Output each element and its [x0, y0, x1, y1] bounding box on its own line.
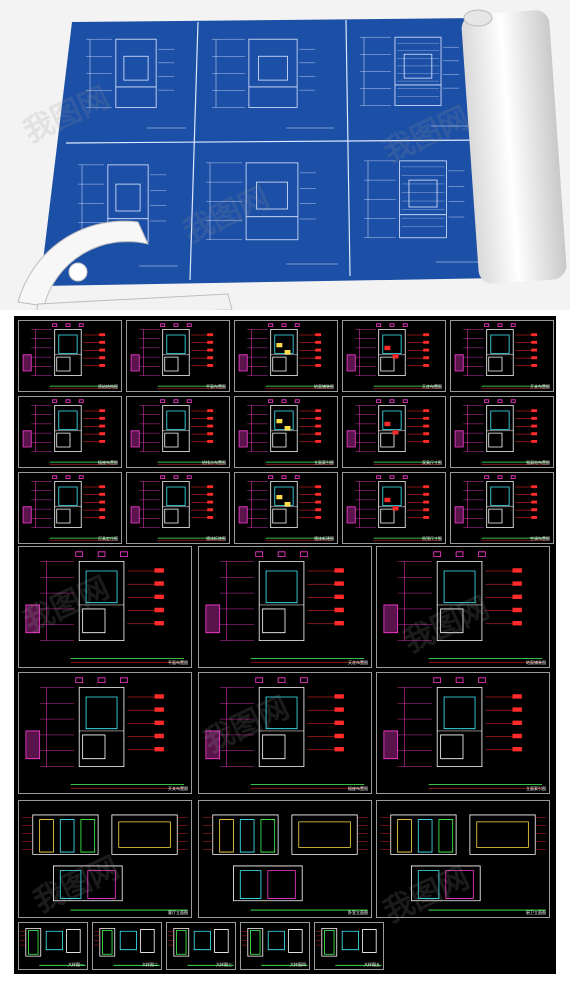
- sheet-title: 插座布置图: [98, 462, 118, 466]
- sheet-title: 开关布置图: [530, 386, 550, 390]
- protractor-icon: [17, 220, 233, 310]
- sheet-title: 立面索引图: [526, 788, 546, 792]
- sheet-title: 厨卫立面图: [526, 912, 546, 916]
- cad-sheet-grid: 原始结构图平面布置图地面铺装图天花布置图开关布置图插座布置图给排水布置图立面索引…: [14, 316, 556, 974]
- cad-floorplan-sheet: 地面铺装图: [376, 546, 550, 668]
- paper-roll-end: [463, 9, 493, 27]
- sheet-title: 给排水布置图: [202, 462, 226, 466]
- blueprint-photo: 我图网 我图网 我图网: [0, 0, 570, 310]
- cad-plan-sheet: 强弱电布置图: [450, 396, 554, 468]
- cad-plan-sheet-drawing: [451, 321, 553, 391]
- sheet-title: 空调布置图: [530, 538, 550, 542]
- blueprint-illustration: [17, 9, 567, 310]
- cad-plan-sheet: 家具尺寸图: [342, 396, 446, 468]
- sheet-title: 立面索引图: [314, 462, 334, 466]
- cad-plan-sheet-drawing: [127, 473, 229, 543]
- cad-plan-sheet-drawing: [451, 397, 553, 467]
- cad-detail-sheet-drawing: [93, 923, 161, 969]
- sheet-title: 开关布置图: [168, 788, 188, 792]
- sheet-title: 大样图五: [364, 964, 380, 968]
- cad-plan-sheet-drawing: [235, 473, 337, 543]
- sheet-title: 天花布置图: [348, 662, 368, 666]
- cad-plan-sheet: 空调布置图: [450, 472, 554, 544]
- cad-plan-sheet: 灯具定位图: [18, 472, 122, 544]
- cad-detail-sheet: 大样图二: [92, 922, 162, 970]
- sheet-title: 天花布置图: [422, 386, 442, 390]
- cad-plan-sheet-drawing: [19, 397, 121, 467]
- cad-plan-sheet-drawing: [235, 321, 337, 391]
- sheet-title: 原始结构图: [98, 386, 118, 390]
- cad-floorplan-sheet-drawing: [377, 547, 549, 667]
- cad-plan-sheet-drawing: [451, 473, 553, 543]
- cad-floorplan-sheet: 平面布置图: [18, 546, 192, 668]
- cad-detail-sheet: 大样图一: [18, 922, 88, 970]
- cad-plan-sheet-drawing: [343, 473, 445, 543]
- sheet-title: 卧室立面图: [348, 912, 368, 916]
- sheet-title: 平面布置图: [168, 662, 188, 666]
- cad-plan-sheet-drawing: [343, 397, 445, 467]
- sheet-title: 客厅立面图: [168, 912, 188, 916]
- cad-plan-sheet: 墙体拆除图: [126, 472, 230, 544]
- sheet-title: 强弱电布置图: [526, 462, 550, 466]
- sheet-title: 大样图一: [68, 964, 84, 968]
- cad-plan-sheet-drawing: [19, 321, 121, 391]
- cad-elevation-sheet: 卧室立面图: [198, 800, 372, 918]
- cad-floorplan-sheet: 天花布置图: [198, 546, 372, 668]
- sheet-title: 大样图四: [290, 964, 306, 968]
- sheet-title: 吊顶尺寸图: [422, 538, 442, 542]
- cad-plan-sheet: 吊顶尺寸图: [342, 472, 446, 544]
- cad-detail-sheet: 大样图三: [166, 922, 236, 970]
- cad-detail-sheet-drawing: [315, 923, 383, 969]
- cad-elevation-sheet: 厨卫立面图: [376, 800, 550, 918]
- sheet-title: 大样图二: [142, 964, 158, 968]
- cad-detail-sheet-drawing: [241, 923, 309, 969]
- cad-plan-sheet-drawing: [127, 321, 229, 391]
- cad-detail-sheet: 大样图五: [314, 922, 384, 970]
- cad-elevation-sheet: 客厅立面图: [18, 800, 192, 918]
- cad-floorplan-sheet-drawing: [377, 673, 549, 793]
- sheet-title: 平面布置图: [206, 386, 226, 390]
- cad-floorplan-sheet-drawing: [19, 673, 191, 793]
- cad-plan-sheet: 开关布置图: [450, 320, 554, 392]
- cad-plan-sheet: 给排水布置图: [126, 396, 230, 468]
- sheet-title: 家具尺寸图: [422, 462, 442, 466]
- cad-plan-sheet: 原始结构图: [18, 320, 122, 392]
- cad-floorplan-sheet: 立面索引图: [376, 672, 550, 794]
- cad-detail-sheet-drawing: [19, 923, 87, 969]
- cad-detail-sheet: 大样图四: [240, 922, 310, 970]
- cad-elevation-sheet-drawing: [199, 801, 371, 917]
- sheet-title: 墙体新建图: [314, 538, 334, 542]
- sheet-title: 大样图三: [216, 964, 232, 968]
- cad-elevation-sheet-drawing: [377, 801, 549, 917]
- sheet-title: 地面铺装图: [526, 662, 546, 666]
- blueprint-sheet: [40, 18, 500, 286]
- cad-plan-sheet-drawing: [127, 397, 229, 467]
- sheet-title: 地面铺装图: [314, 386, 334, 390]
- sheet-title: 插座布置图: [348, 788, 368, 792]
- cad-plan-sheet-drawing: [343, 321, 445, 391]
- cad-detail-sheet-drawing: [167, 923, 235, 969]
- cad-floorplan-sheet-drawing: [19, 547, 191, 667]
- cad-floorplan-sheet-drawing: [199, 547, 371, 667]
- cad-plan-sheet: 墙体新建图: [234, 472, 338, 544]
- cad-plan-sheet: 插座布置图: [18, 396, 122, 468]
- cad-plan-sheet-drawing: [235, 397, 337, 467]
- cad-plan-sheet-drawing: [19, 473, 121, 543]
- cad-plan-sheet: 平面布置图: [126, 320, 230, 392]
- cad-elevation-sheet-drawing: [19, 801, 191, 917]
- cad-plan-sheet: 天花布置图: [342, 320, 446, 392]
- cad-floorplan-sheet: 开关布置图: [18, 672, 192, 794]
- sheet-title: 墙体拆除图: [206, 538, 226, 542]
- cad-plan-sheet: 立面索引图: [234, 396, 338, 468]
- cad-plan-sheet: 地面铺装图: [234, 320, 338, 392]
- sheet-title: 灯具定位图: [98, 538, 118, 542]
- paper-roll: [461, 10, 567, 284]
- cad-floorplan-sheet-drawing: [199, 673, 371, 793]
- cad-floorplan-sheet: 插座布置图: [198, 672, 372, 794]
